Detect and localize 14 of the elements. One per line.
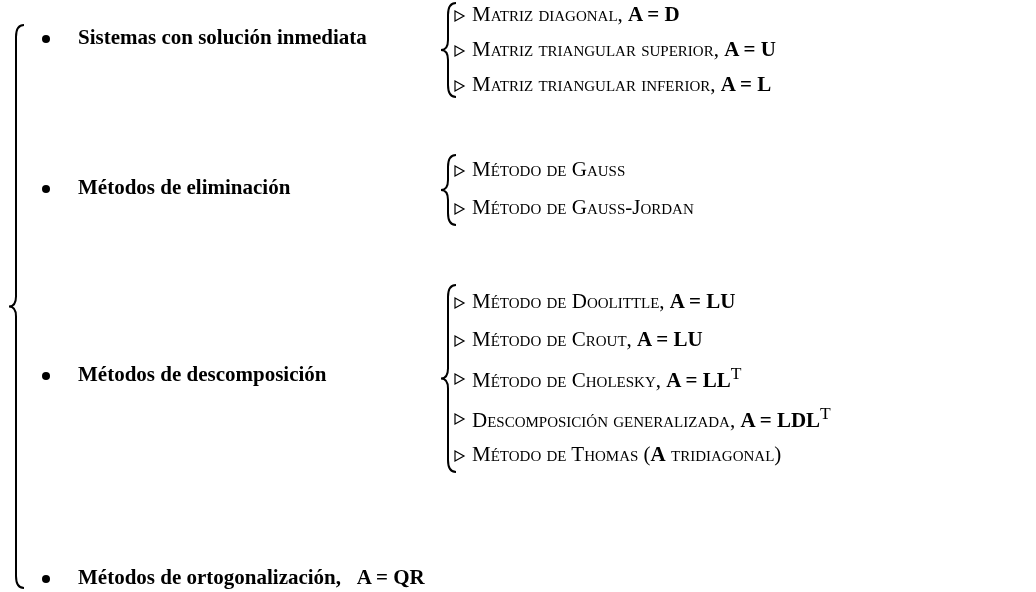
method-label: Método de Gauss-Jordan: [472, 195, 694, 221]
method-label: Método de Cholesky, A = LL$^{T}$: [472, 362, 742, 394]
method-label: Método de Thomas (A tridiagonal): [472, 442, 782, 468]
category-label: Métodos de eliminación: [78, 175, 291, 201]
category-label: Métodos de ortogonalización, A = QR: [78, 565, 425, 591]
method-label: Método de Doolittle, A = LU: [472, 289, 736, 315]
method-label: Descomposición generalizada, A = LDL$^{T}$: [472, 402, 831, 434]
category-label: Sistemas con solución inmediata: [78, 25, 367, 51]
method-label: Matriz triangular superior, A = U: [472, 37, 776, 63]
method-label: Método de Crout, A = LU: [472, 327, 703, 353]
method-label: Matriz triangular inferior, A = L: [472, 72, 772, 98]
category-label: Métodos de descomposición: [78, 362, 327, 388]
method-label: Método de Gauss: [472, 157, 626, 183]
method-label: Matriz diagonal, A = D: [472, 2, 680, 28]
